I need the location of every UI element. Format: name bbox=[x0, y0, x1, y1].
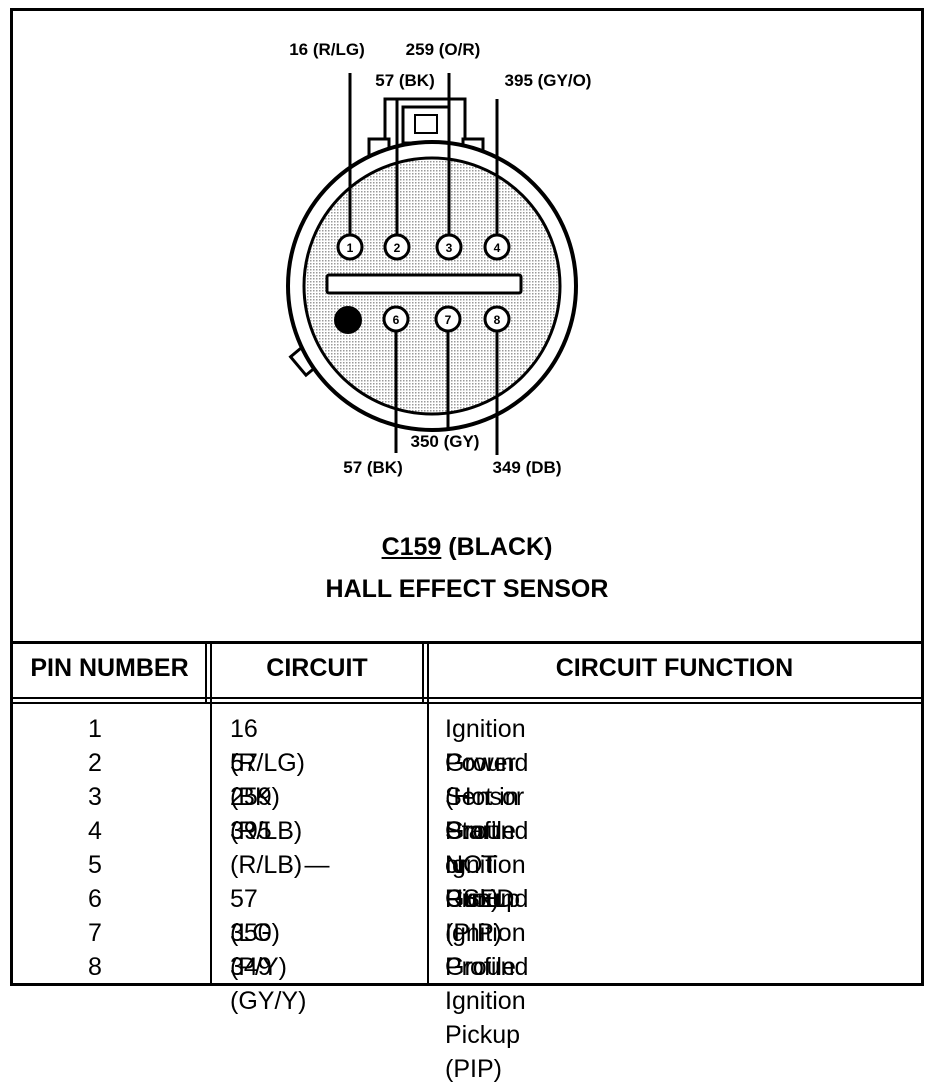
callout-pin-2: 57 (BK) bbox=[375, 71, 435, 90]
callout-pin-7: 350 (GY) bbox=[411, 432, 480, 451]
callout-pin-4: 395 (GY/O) bbox=[505, 71, 592, 90]
pin-6: 6 bbox=[382, 305, 410, 333]
callout-pin-6: 57 (BK) bbox=[343, 458, 403, 477]
row-circuit: 57 (LG) bbox=[230, 885, 280, 947]
connector-diagram: 1 2 3 4 6 7 8 16 (R/LG) 57 bbox=[286, 40, 592, 477]
pin-2-label: 2 bbox=[394, 241, 401, 255]
row-pin: 1 bbox=[88, 715, 102, 743]
row-pin: 4 bbox=[88, 817, 102, 845]
pin-4: 4 bbox=[483, 233, 511, 261]
row-pin: 6 bbox=[88, 885, 102, 913]
connector-color: (BLACK) bbox=[448, 533, 553, 561]
pin-5-plug bbox=[334, 306, 362, 334]
callout-pin-1: 16 (R/LG) bbox=[289, 40, 365, 59]
callout-pin-8: 349 (DB) bbox=[493, 458, 562, 477]
row-circuit: 350 (P/Y) bbox=[230, 919, 287, 981]
callout-pin-3: 259 (O/R) bbox=[406, 40, 481, 59]
pin-1: 1 bbox=[336, 233, 364, 261]
row-circuit: 16 (R/LG) bbox=[230, 715, 305, 777]
row-pin: 7 bbox=[88, 919, 102, 947]
connector-name: HALL EFFECT SENSOR bbox=[325, 575, 609, 603]
pin-2: 2 bbox=[383, 233, 411, 261]
pin-3: 3 bbox=[435, 233, 463, 261]
row-circuit: 349 (GY/Y) bbox=[230, 953, 307, 1015]
pin-8-label: 8 bbox=[494, 313, 501, 327]
row-function: Profile Ignition Pickup (PIP) bbox=[445, 953, 526, 1083]
row-pin: 2 bbox=[88, 749, 102, 777]
connector-title: C159 (BLACK) bbox=[13, 533, 921, 562]
header-pin-number: PIN NUMBER bbox=[30, 654, 189, 682]
pin-4-label: 4 bbox=[494, 241, 501, 255]
row-function: Ground bbox=[445, 885, 529, 913]
pin-7-label: 7 bbox=[445, 313, 452, 327]
row-function: Ignition Power (Hot in Start or Run) bbox=[445, 715, 526, 913]
pin-1-label: 1 bbox=[347, 241, 354, 255]
pin-3-label: 3 bbox=[446, 241, 453, 255]
row-pin: 8 bbox=[88, 953, 102, 981]
pin-6-label: 6 bbox=[393, 313, 400, 327]
row-circuit: — bbox=[304, 851, 330, 879]
row-function: Sensor Ground bbox=[445, 783, 529, 845]
pin-8: 8 bbox=[483, 305, 511, 333]
callout-leaders bbox=[348, 73, 499, 455]
row-pin: 3 bbox=[88, 783, 102, 811]
row-pin: 5 bbox=[88, 851, 102, 879]
row-circuit: 395 (R/LB) bbox=[230, 817, 303, 879]
row-circuit: 259 (R/LB) bbox=[230, 783, 303, 845]
header-circuit-function: CIRCUIT FUNCTION bbox=[555, 654, 794, 682]
diagram-sheet: 1 2 3 4 6 7 8 16 (R/LG) 5 7 bbox=[10, 8, 924, 1083]
row-function: Ground bbox=[445, 749, 529, 777]
connector-id: C159 bbox=[381, 533, 442, 561]
row-function: NOT USED bbox=[445, 851, 515, 913]
pin-7: 7 bbox=[434, 305, 462, 333]
row-circuit: 57 (BK) bbox=[230, 749, 280, 811]
header-circuit: CIRCUIT bbox=[266, 654, 368, 682]
connector-divider-bar bbox=[325, 273, 523, 295]
pinout-table: PIN NUMBER CIRCUIT CIRCUIT FUNCTION 1 16… bbox=[13, 641, 921, 1083]
row-function: Ignition Ground bbox=[445, 919, 529, 981]
row-function: Profile Ignition Pickup (PIP) bbox=[445, 817, 526, 947]
table-grid bbox=[13, 641, 921, 983]
